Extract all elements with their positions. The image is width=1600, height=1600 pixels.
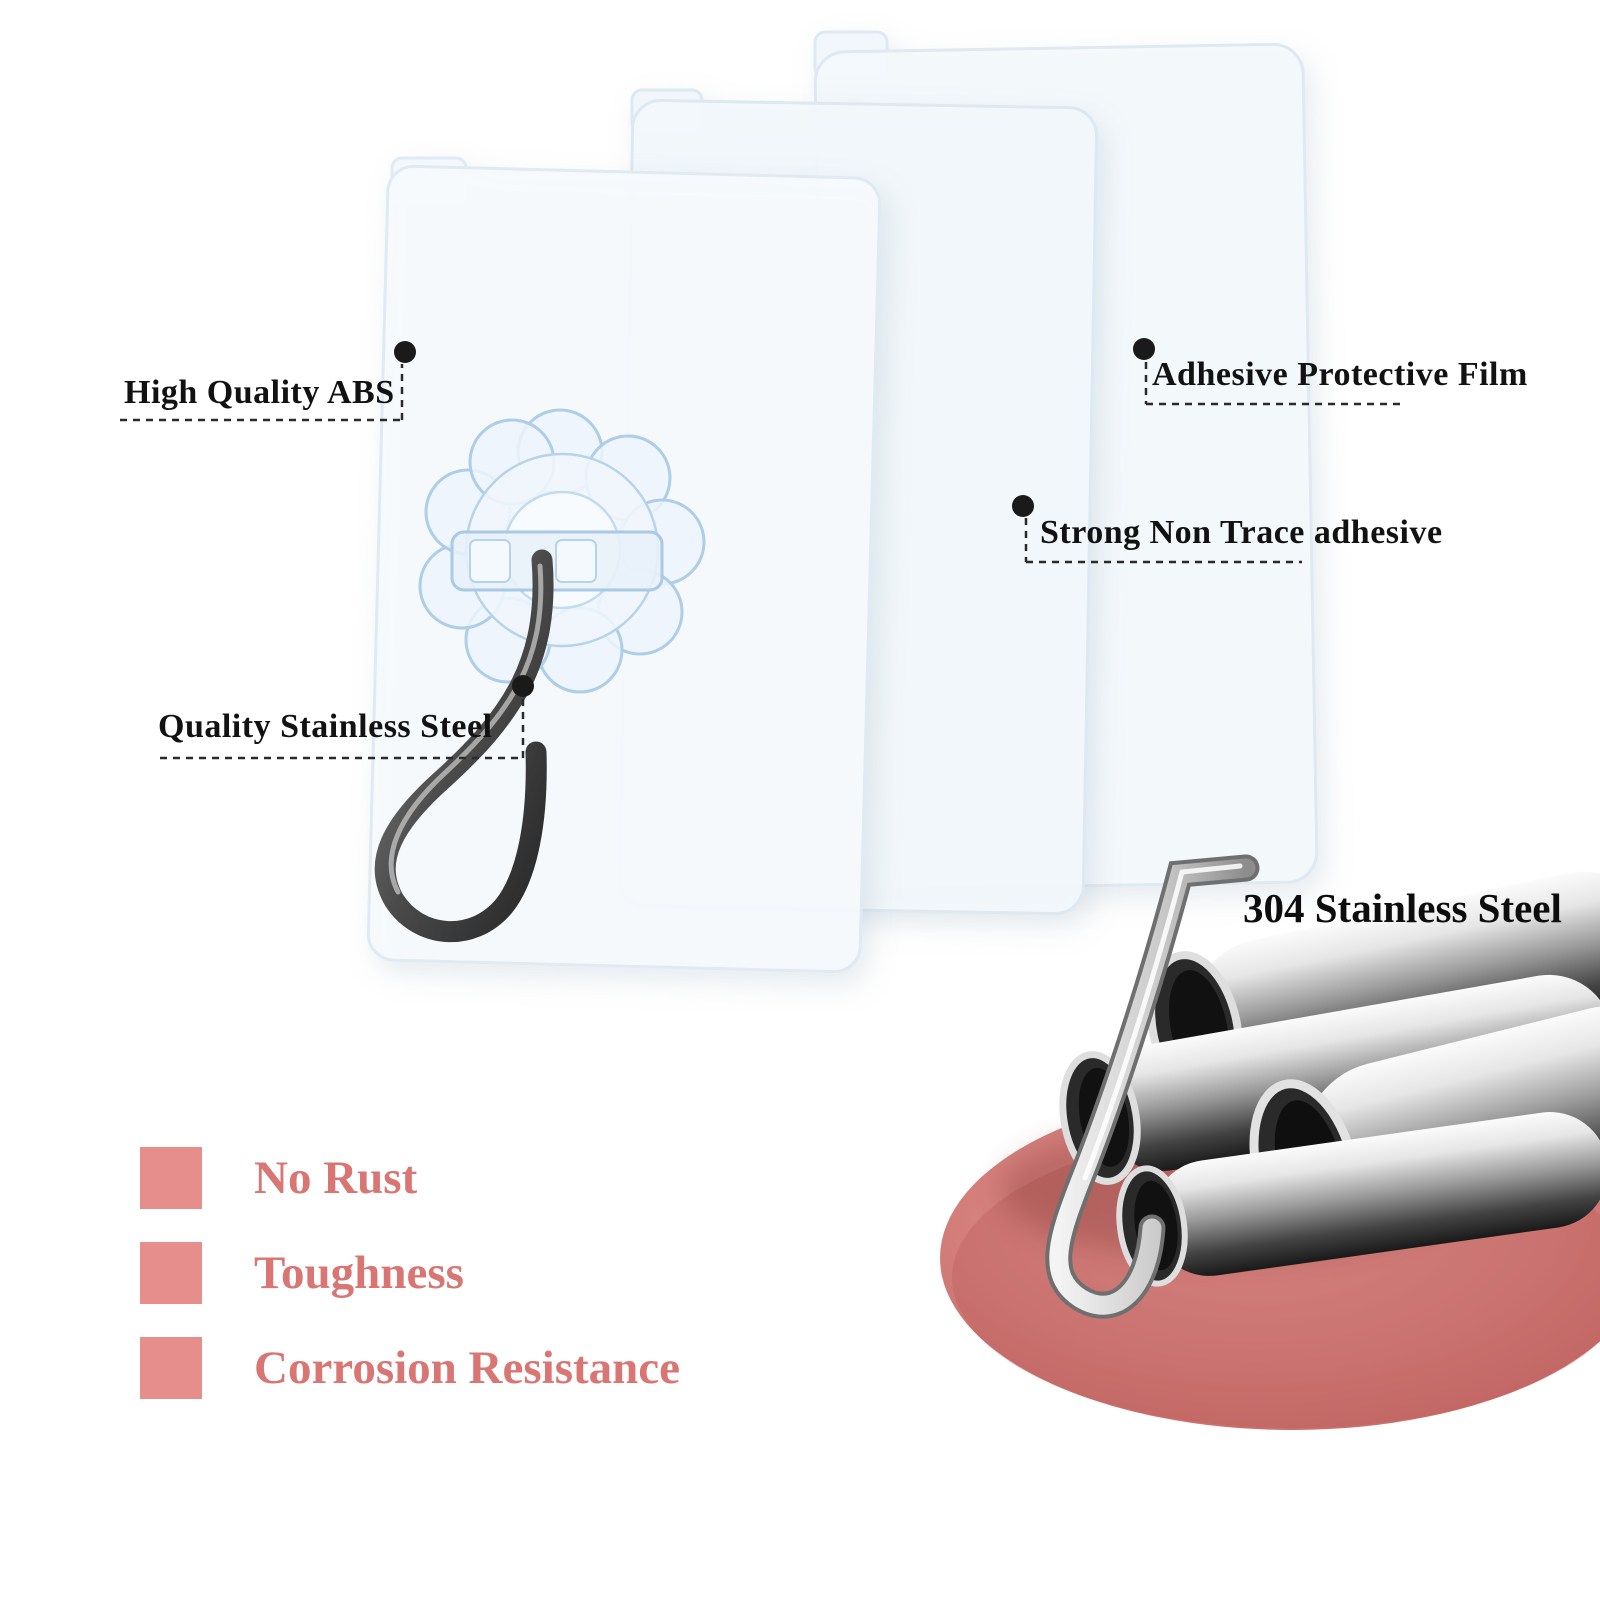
callout-lines <box>120 362 1402 760</box>
feature-row-toughness: Toughness <box>140 1242 464 1304</box>
callout-label-steel: Quality Stainless Steel <box>158 708 493 745</box>
callout-label-adhesive: Strong Non Trace adhesive <box>1040 514 1443 551</box>
feature-swatch <box>140 1147 202 1209</box>
feature-label: No Rust <box>254 1152 418 1204</box>
feature-label: Corrosion Resistance <box>254 1342 681 1394</box>
callout-line-film <box>1144 362 1402 406</box>
mount-hook <box>374 549 554 943</box>
callout-label-film: Adhesive Protective Film <box>1152 356 1528 393</box>
callout-dot-abs <box>394 341 416 363</box>
feature-swatch <box>140 1242 202 1304</box>
callout-dot-adhesive <box>1012 495 1034 517</box>
callout-dots <box>394 338 1155 697</box>
callout-dot-film <box>1133 338 1155 360</box>
feature-label: Toughness <box>254 1247 464 1299</box>
callout-line-abs <box>120 364 404 422</box>
silver-hook <box>1045 854 1260 1319</box>
callout-line-steel <box>160 698 525 760</box>
callout-label-abs: High Quality ABS <box>124 374 395 411</box>
steel-display <box>940 854 1600 1430</box>
flower-mount <box>418 408 706 694</box>
feature-row-no-rust: No Rust <box>140 1147 417 1209</box>
callout-line-adhesive <box>1024 518 1302 564</box>
feature-swatch <box>140 1337 202 1399</box>
steel-section-title: 304 Stainless Steel <box>1243 885 1562 931</box>
callout-dot-steel <box>512 675 534 697</box>
feature-row-corrosion: Corrosion Resistance <box>140 1337 680 1399</box>
